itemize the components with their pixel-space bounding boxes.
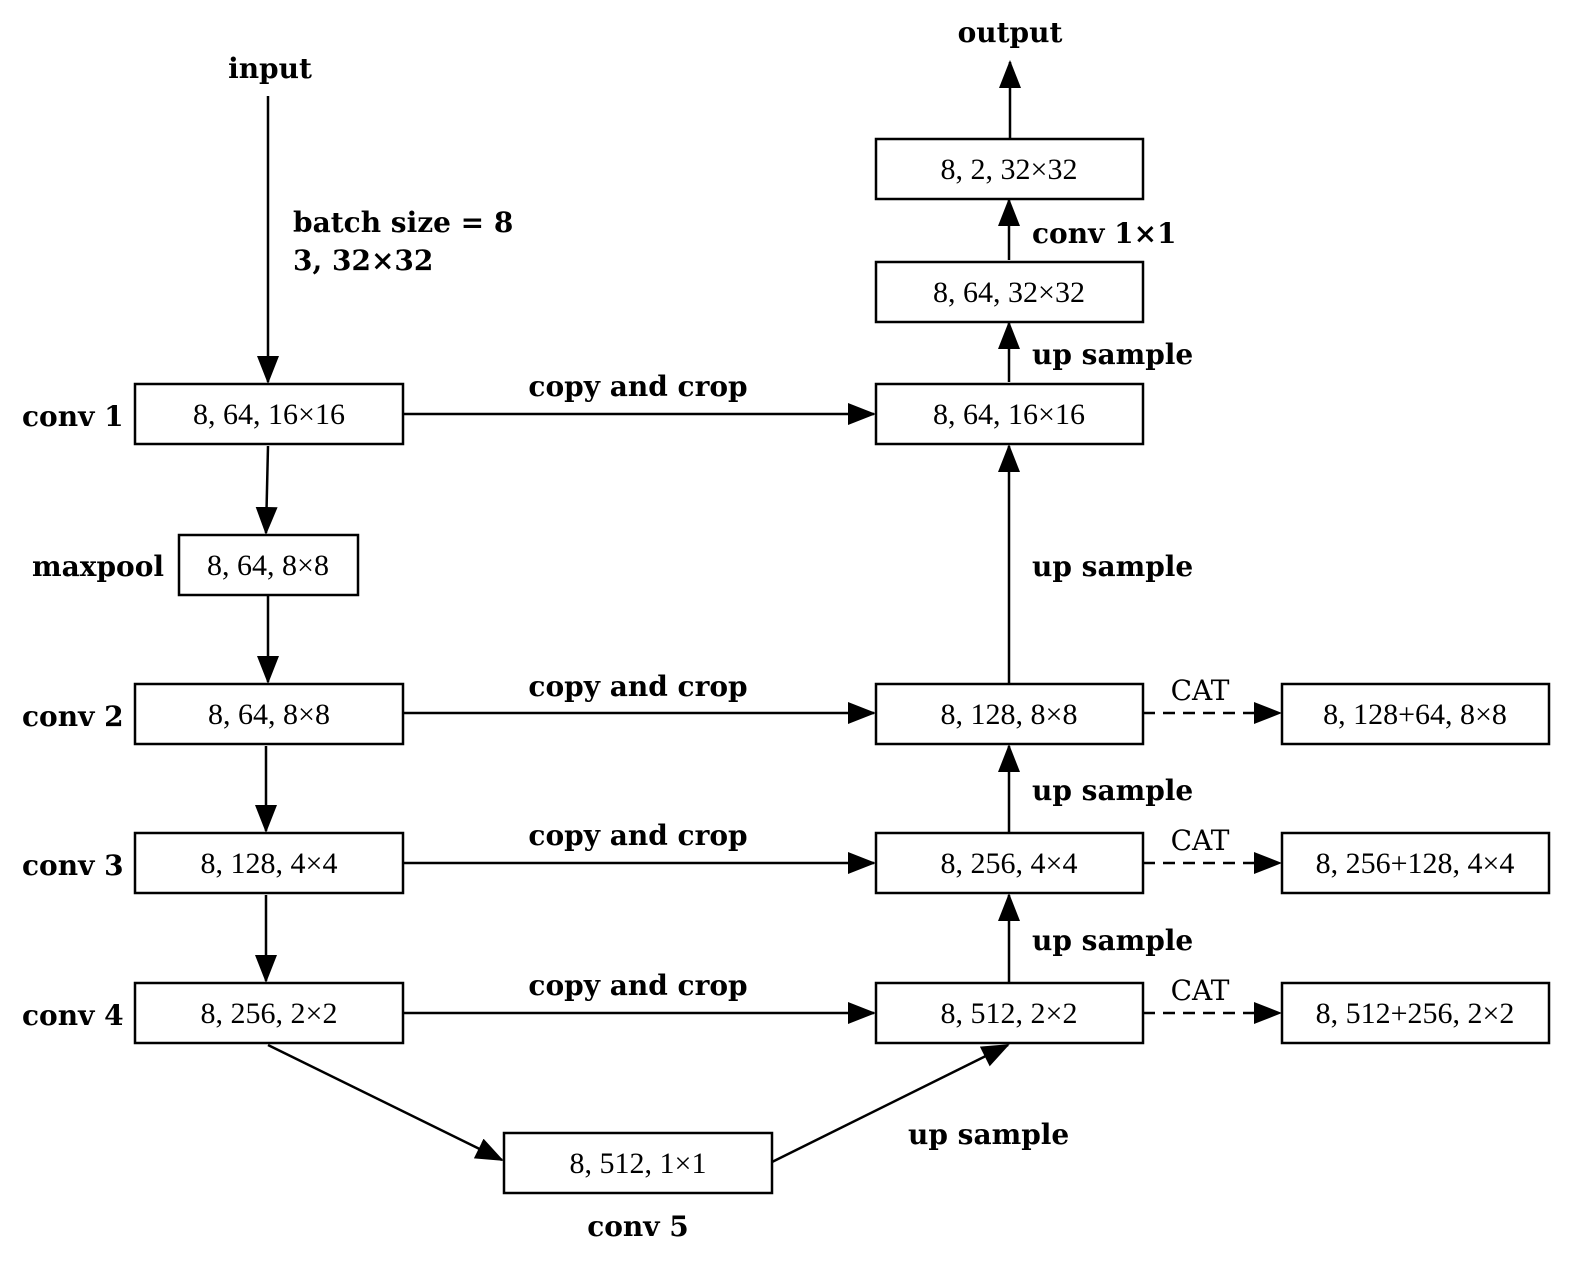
up-sample-label-4: up sample: [908, 1118, 1069, 1151]
box-up3-text: 8, 256, 4×4: [941, 847, 1078, 880]
box-up2-text: 8, 128, 8×8: [941, 698, 1078, 731]
copy-crop-label-2: copy and crop: [528, 670, 747, 703]
box-conv3: 8, 128, 4×4: [133, 831, 405, 895]
copy-crop-label-4: copy and crop: [528, 969, 747, 1002]
cat-label-3: CAT: [1171, 824, 1230, 857]
copy-crop-label-3: copy and crop: [528, 819, 747, 852]
layer-label-conv2: conv 2: [22, 700, 124, 733]
layer-label-conv3: conv 3: [22, 849, 124, 882]
box-conv5-text: 8, 512, 1×1: [570, 1147, 707, 1180]
box-cat4: 8, 512+256, 2×2: [1280, 981, 1551, 1045]
conv5-to-up4-arrow: [771, 1043, 1010, 1164]
box-final-text: 8, 2, 32×32: [941, 153, 1078, 186]
input-label: input: [228, 52, 312, 85]
box-final: 8, 2, 32×32: [874, 137, 1145, 201]
box-up4-text: 8, 512, 2×2: [941, 997, 1078, 1030]
input-shape-note: 3, 32×32: [293, 244, 433, 277]
box-up4: 8, 512, 2×2: [874, 981, 1145, 1045]
copy-crop-label-1: copy and crop: [528, 370, 747, 403]
box-maxpool-text: 8, 64, 8×8: [207, 549, 329, 582]
output-label: output: [958, 16, 1063, 49]
cat-label-2: CAT: [1171, 674, 1230, 707]
conv1-to-maxpool-arrow: [255, 445, 278, 535]
box-conv3-text: 8, 128, 4×4: [201, 847, 338, 880]
box-cat4-text: 8, 512+256, 2×2: [1316, 997, 1515, 1030]
layer-label-maxpool: maxpool: [32, 550, 164, 583]
box-up1-text: 8, 64, 16×16: [933, 398, 1085, 431]
batch-size-note: batch size = 8: [293, 206, 513, 239]
box-up1: 8, 64, 16×16: [874, 382, 1145, 446]
up-sample-label-1: up sample: [1032, 550, 1193, 583]
box-cat2-text: 8, 128+64, 8×8: [1323, 698, 1507, 731]
box-cat3-text: 8, 256+128, 4×4: [1316, 847, 1515, 880]
layer-label-conv1: conv 1: [22, 400, 124, 433]
conv4-to-conv5-arrow: [267, 1043, 504, 1162]
box-up2: 8, 128, 8×8: [874, 682, 1145, 746]
box-conv1: 8, 64, 16×16: [133, 382, 405, 446]
box-up0: 8, 64, 32×32: [874, 260, 1145, 324]
box-up0-text: 8, 64, 32×32: [933, 276, 1085, 309]
box-cat3: 8, 256+128, 4×4: [1280, 831, 1551, 895]
box-conv4-text: 8, 256, 2×2: [201, 997, 338, 1030]
layer-label-conv4: conv 4: [22, 999, 124, 1032]
up-sample-label-2: up sample: [1032, 774, 1193, 807]
box-maxpool: 8, 64, 8×8: [177, 533, 360, 597]
up-sample-label-3: up sample: [1032, 924, 1193, 957]
box-conv2: 8, 64, 8×8: [133, 682, 405, 746]
box-conv2-text: 8, 64, 8×8: [208, 698, 330, 731]
box-cat2: 8, 128+64, 8×8: [1280, 682, 1551, 746]
box-up3: 8, 256, 4×4: [874, 831, 1145, 895]
conv1x1-label: conv 1×1: [1032, 217, 1177, 250]
up-sample-label-0: up sample: [1032, 338, 1193, 371]
box-conv1-text: 8, 64, 16×16: [193, 398, 345, 431]
box-conv4: 8, 256, 2×2: [133, 981, 405, 1045]
box-conv5: 8, 512, 1×1: [502, 1131, 774, 1195]
cat-label-4: CAT: [1171, 974, 1230, 1007]
layer-label-conv5: conv 5: [587, 1210, 689, 1243]
